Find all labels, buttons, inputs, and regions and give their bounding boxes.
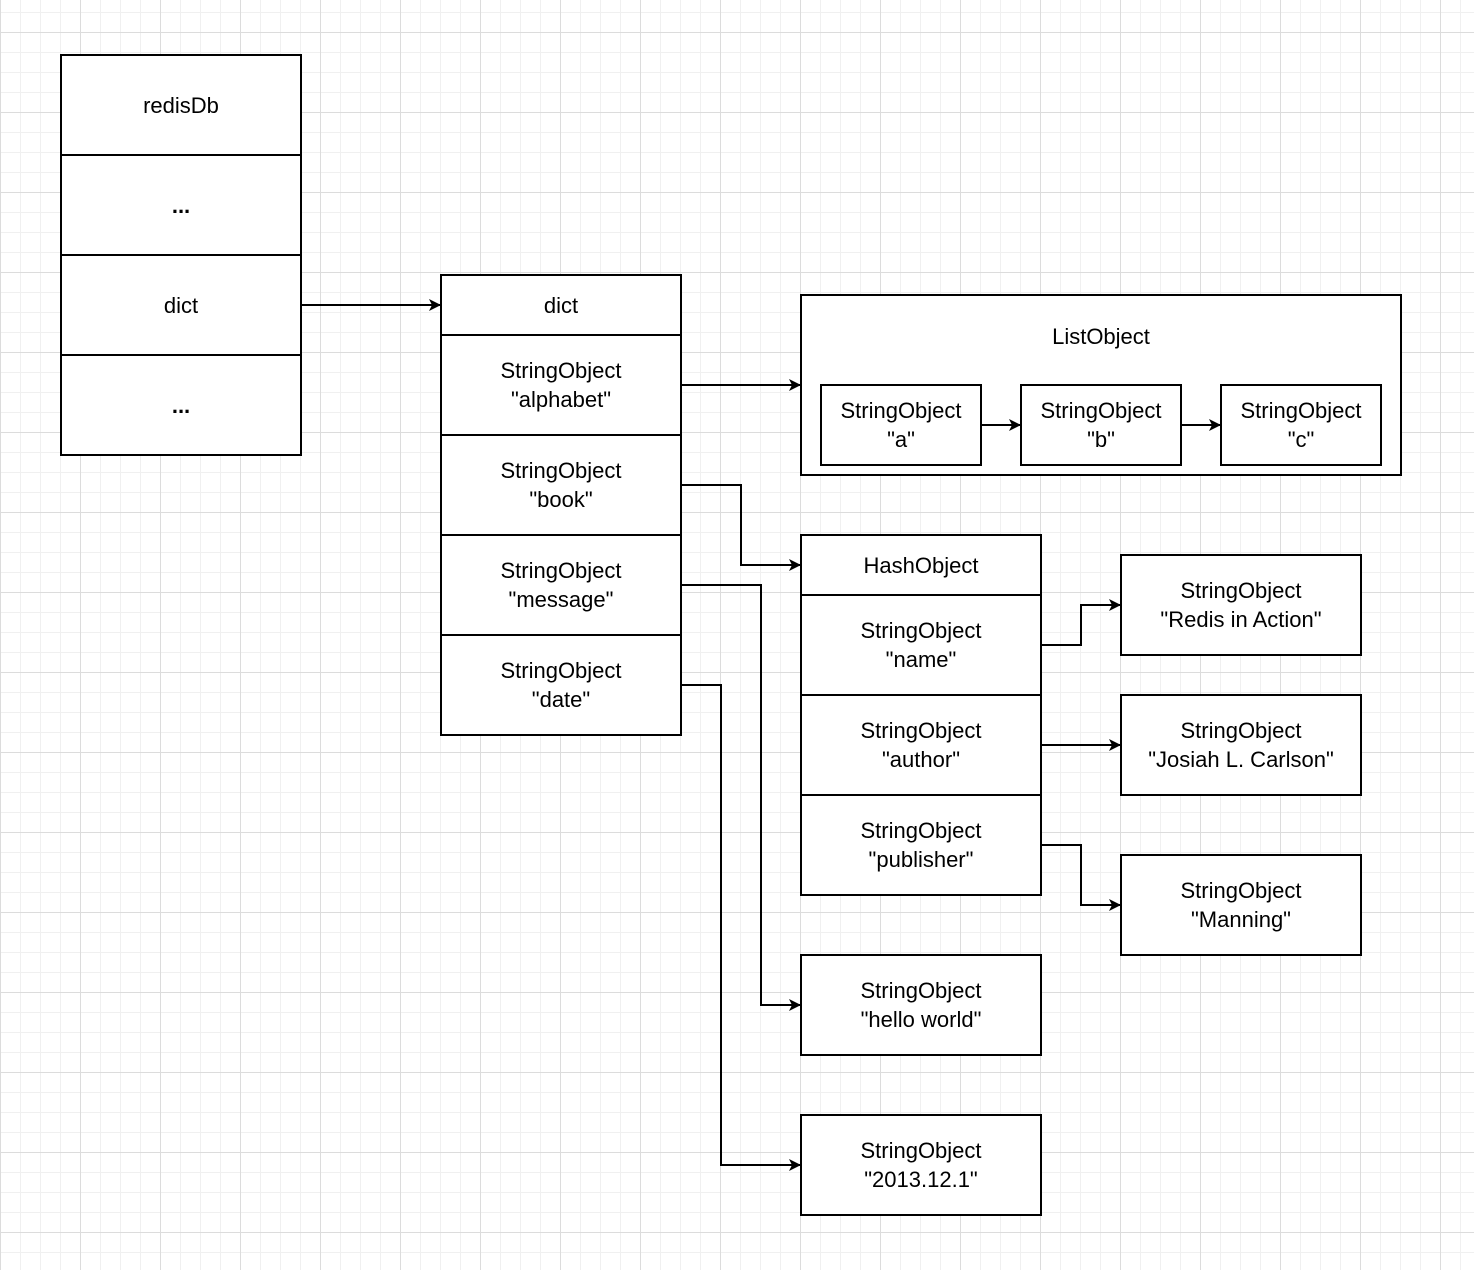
- dict-key-alphabet: StringObject "alphabet": [442, 336, 680, 436]
- redisdb-struct: redisDb ... dict ...: [60, 54, 302, 456]
- dict-key-message: StringObject "message": [442, 536, 680, 636]
- arrow-message-to-hello: [682, 584, 801, 1011]
- redisdb-dict-field: dict: [62, 256, 300, 356]
- arrow-name-to-value: [1042, 599, 1121, 646]
- hash-field-publisher: StringObject "publisher": [860, 818, 982, 872]
- hash-object: HashObject StringObject "name" StringObj…: [800, 534, 1042, 896]
- message-value: StringObject "hello world": [800, 954, 1042, 1056]
- dict-header: dict: [442, 276, 680, 336]
- hash-field-name: StringObject "name": [802, 596, 1040, 696]
- hash-object-header: HashObject: [802, 536, 1040, 596]
- dict-key-book: StringObject "book": [442, 436, 680, 536]
- redisdb-ellipsis-top: ...: [62, 156, 300, 256]
- dict-key-date: StringObject "date": [500, 658, 622, 712]
- list-object-title: ListObject: [1052, 324, 1150, 349]
- arrow-publisher-to-value: [1042, 844, 1121, 911]
- hash-value-author: StringObject "Josiah L. Carlson": [1120, 694, 1362, 796]
- list-item-b: StringObject "b": [1020, 384, 1182, 466]
- hash-field-author: StringObject "author": [802, 696, 1040, 796]
- list-item-c: StringObject "c": [1220, 384, 1382, 466]
- arrow-date-to-value: [682, 684, 801, 1171]
- hash-value-publisher: StringObject "Manning": [1120, 854, 1362, 956]
- date-value: StringObject "2013.12.1": [800, 1114, 1042, 1216]
- redisdb-title: redisDb: [62, 56, 300, 156]
- hash-value-name: StringObject "Redis in Action": [1120, 554, 1362, 656]
- redisdb-ellipsis-bottom: ...: [171, 392, 191, 418]
- list-item-a: StringObject "a": [820, 384, 982, 466]
- dict-struct: dict StringObject "alphabet" StringObjec…: [440, 274, 682, 736]
- arrow-book-to-hash: [682, 484, 801, 571]
